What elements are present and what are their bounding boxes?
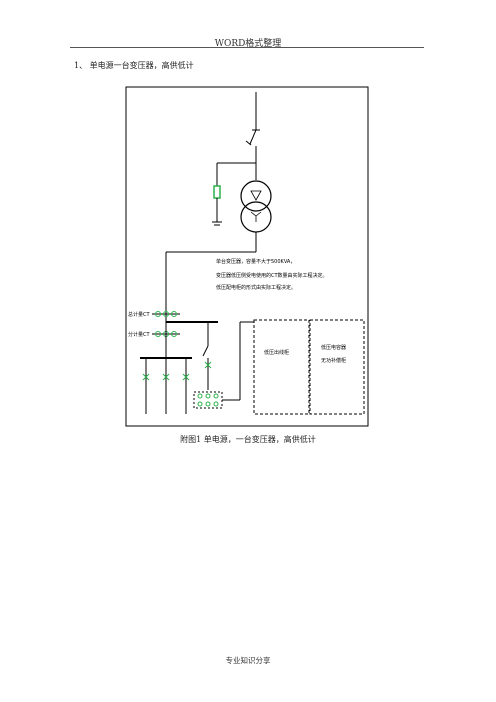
disconnect-switch-symbol: [245, 129, 260, 163]
figure-caption: 附图1 单电源，一台变压器，高供低计: [180, 435, 316, 444]
total-metering-ct-label: 总计量CT: [128, 311, 150, 318]
feeder-breaker-marks: [142, 373, 190, 381]
capacitor-switch: [202, 345, 209, 357]
capacitor-panel-label-line1: 低压电容器: [321, 344, 346, 351]
transformer-symbol: [240, 180, 272, 233]
total-metering-ct-symbol: [152, 311, 180, 317]
page-footer: 专业知识分享: [225, 656, 271, 665]
outgoing-feeders: [145, 358, 187, 414]
capacitor-compensation-panel: [309, 319, 365, 415]
note-line-3: 低压配电柜的形式由实际工程决定。: [216, 284, 296, 291]
note-line-2: 变压器低压侧受电使用的CT数量由实际工程决定。: [216, 272, 328, 279]
diagram-frame: [125, 86, 369, 427]
note-line-1: 单台变压器，容量不大于500KVA，: [216, 258, 295, 265]
low-voltage-outgoing-panel: [253, 319, 310, 415]
sub-metering-ct-label: 分计量CT: [128, 331, 150, 338]
capacitor-panel-label-line2: 无功补偿柜: [321, 357, 346, 364]
surge-arrester-symbol: [213, 185, 221, 199]
page-header: WORD格式整理: [214, 39, 282, 49]
section-title: 1、 单电源一台变压器，高供低计: [74, 61, 194, 70]
low-voltage-outgoing-panel-label: 低压出线柜: [264, 349, 289, 356]
header-rule: [70, 47, 424, 48]
